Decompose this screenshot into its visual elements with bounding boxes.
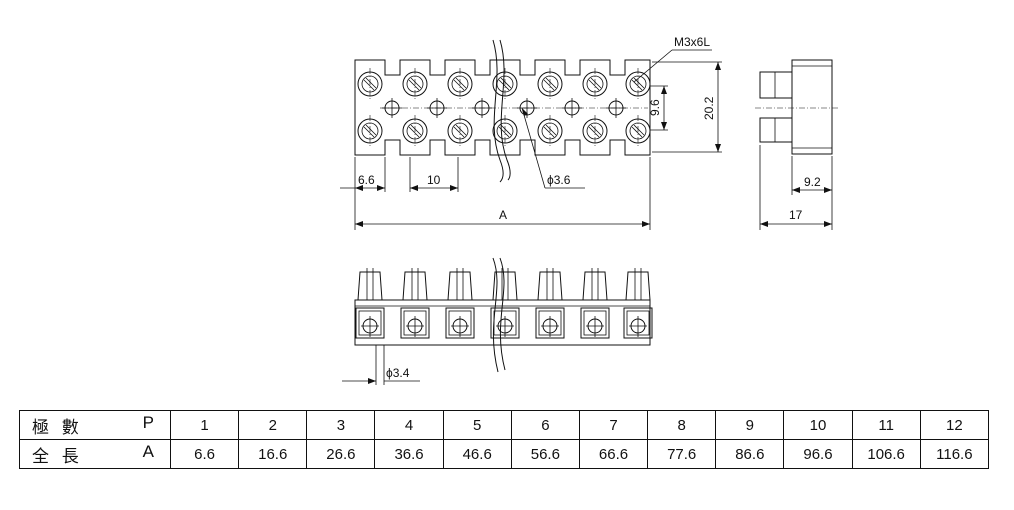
table-cell: 5 bbox=[442, 410, 512, 440]
table-cell: 46.6 bbox=[442, 439, 512, 469]
top-view-body bbox=[354, 59, 651, 156]
table-cell: 66.6 bbox=[578, 439, 649, 469]
table-cell: 1 bbox=[169, 410, 240, 440]
screw-head bbox=[582, 68, 608, 100]
height-label: 20.2 bbox=[702, 96, 716, 120]
screw-spec-label: M3x6L bbox=[674, 35, 710, 49]
front-view-towers bbox=[355, 268, 653, 339]
table-cell: 10 bbox=[783, 410, 853, 440]
poles-label: 極 數 bbox=[32, 417, 83, 437]
table-cell: 6 bbox=[510, 410, 580, 440]
table-row-poles: 極 數 P 1 2 3 4 5 6 7 8 9 10 11 12 bbox=[19, 410, 990, 440]
table-cell: 8 bbox=[647, 410, 717, 440]
entry-diameter-label: ϕ3.4 bbox=[386, 366, 410, 380]
overall-length-label: A bbox=[499, 208, 507, 222]
table-cell: 7 bbox=[578, 410, 649, 440]
top-view-screws bbox=[357, 68, 651, 147]
length-header: 全 長 A bbox=[19, 439, 171, 469]
technical-drawing: M3x6L 9.6 20.2 6.6 10 ϕ3.6 A bbox=[340, 35, 840, 385]
screw-head bbox=[492, 115, 518, 147]
screw-spacing-label: 9.6 bbox=[648, 99, 662, 116]
screw-head bbox=[357, 115, 383, 147]
length-symbol: A bbox=[142, 441, 158, 461]
spec-table: 極 數 P 1 2 3 4 5 6 7 8 9 10 11 12 全 長 A 6… bbox=[19, 410, 990, 469]
table-cell: 2 bbox=[238, 410, 308, 440]
table-cell: 106.6 bbox=[851, 439, 921, 469]
table-cell: 4 bbox=[374, 410, 444, 440]
terminal-tower bbox=[490, 268, 520, 339]
poles-symbol: P bbox=[142, 412, 158, 432]
table-cell: 56.6 bbox=[510, 439, 580, 469]
terminal-tower bbox=[535, 268, 565, 339]
terminal-tower bbox=[355, 268, 385, 339]
side-width-label: 17 bbox=[789, 208, 803, 222]
side-depth-label: 9.2 bbox=[804, 175, 821, 189]
screw-head bbox=[447, 68, 473, 100]
screw-head bbox=[582, 115, 608, 147]
table-cell: 9 bbox=[715, 410, 785, 440]
terminal-tower bbox=[400, 268, 430, 339]
screw-head bbox=[402, 68, 428, 100]
table-cell: 36.6 bbox=[374, 439, 444, 469]
screw-head bbox=[625, 115, 651, 147]
table-cell: 26.6 bbox=[306, 439, 376, 469]
table-cell: 16.6 bbox=[238, 439, 308, 469]
table-cell: 77.6 bbox=[647, 439, 717, 469]
end-pitch-label: 6.6 bbox=[358, 173, 375, 187]
screw-head bbox=[625, 68, 651, 100]
terminal-tower bbox=[445, 268, 475, 339]
screw-head bbox=[402, 115, 428, 147]
screw-head bbox=[537, 68, 563, 100]
table-cell: 12 bbox=[919, 410, 990, 440]
table-cell: 6.6 bbox=[169, 439, 240, 469]
pitch-label: 10 bbox=[427, 173, 441, 187]
front-view: ϕ3.4 bbox=[342, 257, 653, 385]
side-view: 9.2 17 bbox=[755, 59, 840, 230]
screw-head bbox=[447, 115, 473, 147]
table-cell: 116.6 bbox=[919, 439, 990, 469]
terminal-tower bbox=[580, 268, 610, 339]
table-cell: 86.6 bbox=[715, 439, 785, 469]
length-row-label: 全 長 bbox=[32, 446, 83, 466]
table-row-length: 全 長 A 6.6 16.6 26.6 36.6 46.6 56.6 66.6 … bbox=[19, 439, 990, 469]
hole-diameter-label: ϕ3.6 bbox=[547, 173, 571, 187]
table-cell: 3 bbox=[306, 410, 376, 440]
screw-head bbox=[537, 115, 563, 147]
poles-header: 極 數 P bbox=[19, 410, 171, 440]
table-cell: 96.6 bbox=[783, 439, 853, 469]
screw-head bbox=[357, 68, 383, 100]
top-view: M3x6L 9.6 20.2 6.6 10 ϕ3.6 A bbox=[340, 35, 722, 230]
wire bbox=[492, 39, 504, 183]
terminal-tower bbox=[623, 268, 653, 339]
table-cell: 11 bbox=[851, 410, 921, 440]
